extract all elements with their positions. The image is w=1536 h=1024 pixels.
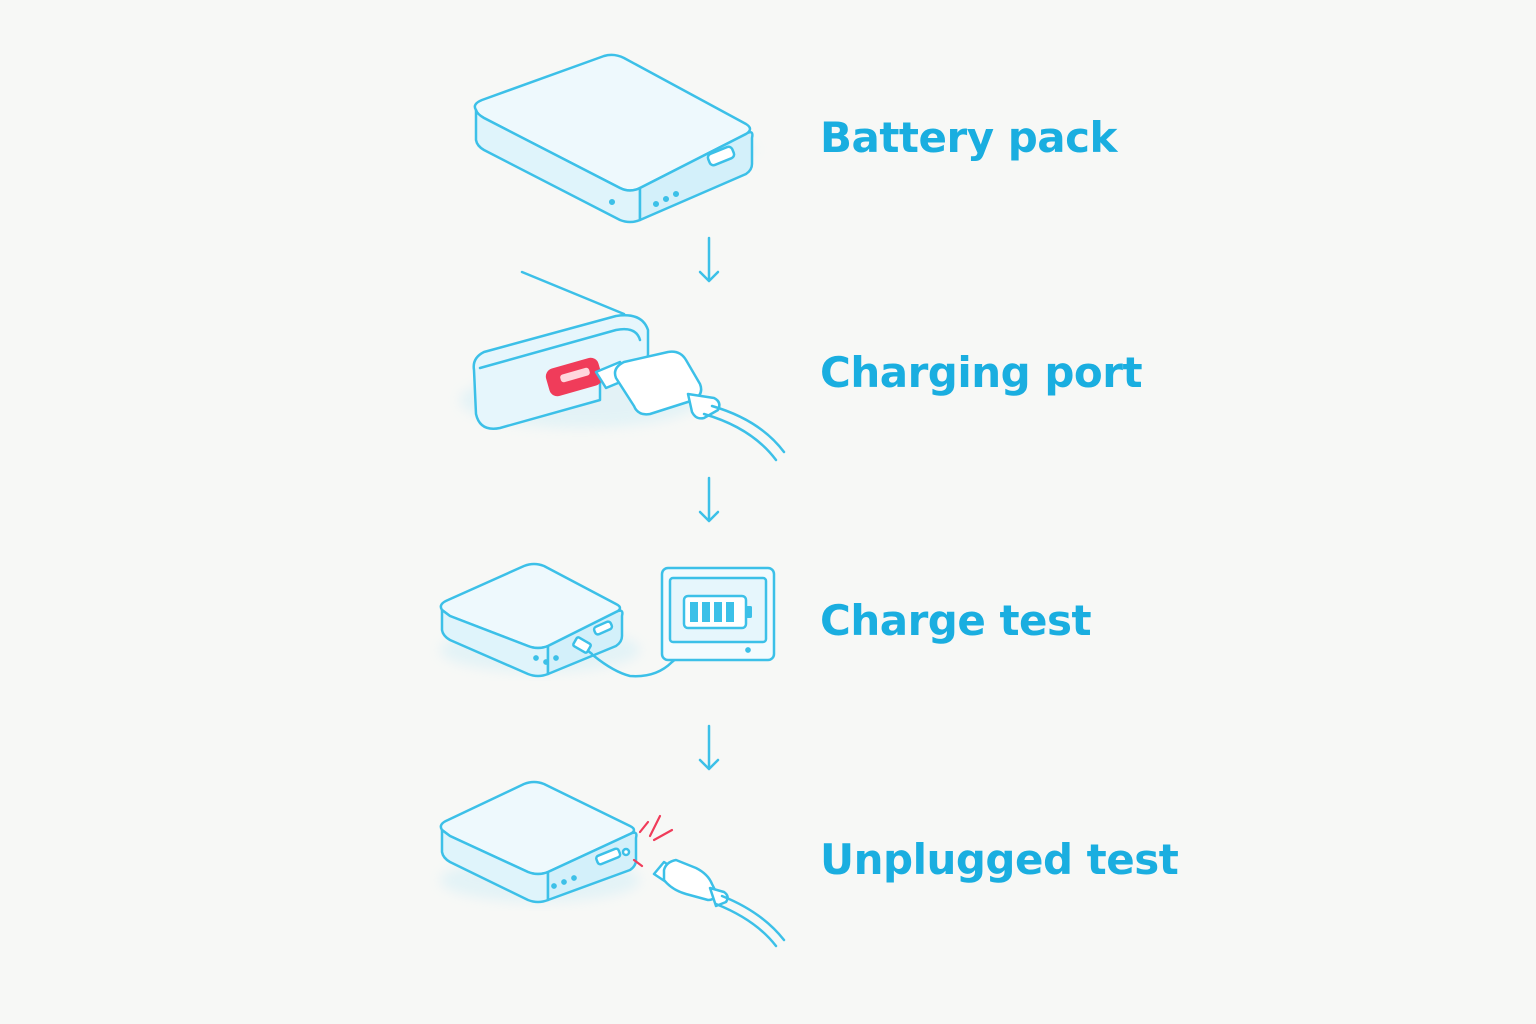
step-label-battery-pack: Battery pack — [820, 113, 1117, 162]
unplugged-test-icon — [439, 780, 786, 948]
spark-icon — [632, 814, 674, 868]
arrow-down-icon — [698, 724, 720, 771]
step-label-charging-port: Charging port — [820, 348, 1143, 397]
arrow-down-icon — [698, 236, 720, 283]
step-label-charge-test: Charge test — [820, 596, 1092, 645]
battery-pack-icon — [473, 53, 758, 224]
charge-test-icon — [439, 562, 776, 678]
arrow-down-icon — [698, 476, 720, 523]
charging-port-icon — [460, 270, 786, 462]
step-label-unplugged-test: Unplugged test — [820, 835, 1179, 884]
